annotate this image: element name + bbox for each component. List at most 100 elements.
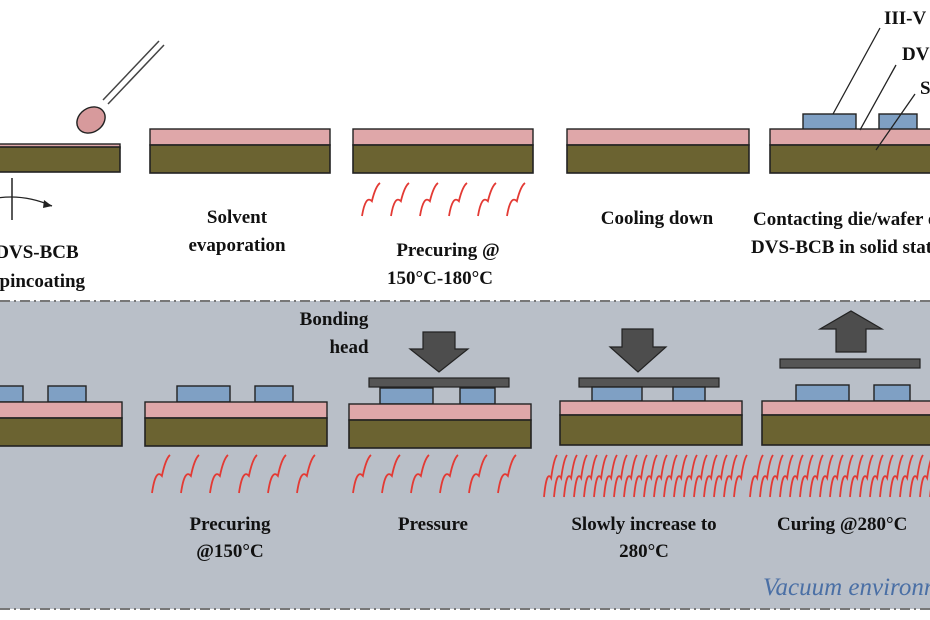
label-contact-1: Contacting die/wafer on bbox=[753, 209, 930, 230]
heat-wave-icon bbox=[468, 454, 488, 494]
step-solvent bbox=[149, 128, 331, 174]
heat-wave-icon bbox=[703, 454, 718, 498]
step-pressure bbox=[348, 331, 532, 494]
label-spin-2: Spincoating bbox=[0, 271, 86, 292]
heat-wave-icon bbox=[267, 454, 287, 494]
step-spincoating bbox=[0, 40, 165, 220]
heat-wave-icon bbox=[497, 454, 517, 494]
heat-wave-icon bbox=[623, 454, 638, 498]
heat-wave-icon bbox=[543, 454, 558, 498]
label-increase-2: 280°C bbox=[619, 541, 669, 562]
heat-wave-icon bbox=[238, 454, 258, 494]
heat-wave-icon bbox=[799, 454, 814, 498]
heat-wave-icon bbox=[209, 454, 229, 494]
callout-bcb-label: DVS-BCB bbox=[902, 44, 930, 65]
callout-si-label: SOI bbox=[920, 78, 930, 99]
heat-wave-icon bbox=[419, 182, 439, 217]
label-increase-1: Slowly increase to bbox=[571, 514, 716, 535]
heat-wave-icon bbox=[553, 454, 568, 498]
heat-wave-icon bbox=[381, 454, 401, 494]
label-precure-top-1: Precuring @ bbox=[396, 240, 499, 261]
heat-wave-icon bbox=[573, 454, 588, 498]
heat-wave-icon bbox=[909, 454, 924, 498]
heat-wave-icon bbox=[829, 454, 844, 498]
heat-wave-icon bbox=[633, 454, 648, 498]
callout-si-line bbox=[875, 93, 916, 151]
heat-icons-pressure bbox=[352, 454, 517, 494]
heat-wave-icon bbox=[603, 454, 618, 498]
heat-wave-icon bbox=[643, 454, 658, 498]
heat-wave-icon bbox=[819, 454, 834, 498]
heat-wave-icon bbox=[448, 182, 468, 217]
step-precure-bottom bbox=[144, 385, 328, 494]
heat-wave-icon bbox=[733, 454, 748, 498]
step-cooling bbox=[566, 128, 750, 174]
step-contact bbox=[769, 27, 930, 174]
die-right bbox=[878, 113, 918, 131]
heat-wave-icon bbox=[296, 454, 316, 494]
heat-wave-icon bbox=[151, 454, 171, 494]
heat-wave-icon bbox=[789, 454, 804, 498]
heat-icons-increase bbox=[543, 454, 748, 498]
heat-wave-icon bbox=[653, 454, 668, 498]
press-arrow-icon bbox=[408, 331, 470, 373]
heat-icons-precure bbox=[151, 454, 316, 494]
heat-wave-icon bbox=[759, 454, 774, 498]
heat-wave-icon bbox=[849, 454, 864, 498]
heat-wave-icon bbox=[809, 454, 824, 498]
heat-wave-icon bbox=[749, 454, 764, 498]
heat-wave-icon bbox=[390, 182, 410, 217]
heat-wave-icon bbox=[352, 454, 372, 494]
label-precure-bottom-2: @150°C bbox=[196, 541, 264, 562]
step-precure-top bbox=[352, 128, 534, 217]
step-increase bbox=[543, 328, 748, 498]
heat-wave-icon bbox=[879, 454, 894, 498]
heat-wave-icon bbox=[410, 454, 430, 494]
heat-wave-icon bbox=[593, 454, 608, 498]
label-pressure: Pressure bbox=[398, 514, 468, 535]
label-curing: Curing @280°C bbox=[777, 514, 907, 535]
callout-die-line bbox=[832, 27, 881, 115]
heat-wave-icon bbox=[477, 182, 497, 217]
heat-wave-icon bbox=[361, 182, 381, 217]
heat-wave-icon bbox=[683, 454, 698, 498]
heat-wave-icon bbox=[859, 454, 874, 498]
bonding-head-plate bbox=[368, 377, 510, 388]
label-solvent-1: Solvent bbox=[207, 207, 268, 228]
dropper-icon bbox=[76, 106, 106, 134]
heat-wave-icon bbox=[673, 454, 688, 498]
lifted-head bbox=[779, 358, 921, 369]
callout-die-label: III-V die bbox=[884, 8, 930, 29]
heat-wave-icon bbox=[693, 454, 708, 498]
heat-wave-icon bbox=[713, 454, 728, 498]
press-arrow-icon-2 bbox=[608, 328, 668, 373]
heat-wave-icon bbox=[613, 454, 628, 498]
label-solvent-2: evaporation bbox=[188, 235, 286, 256]
label-bonding-1: Bonding bbox=[300, 309, 369, 330]
step-curing bbox=[749, 310, 930, 498]
lift-arrow-icon bbox=[817, 310, 885, 353]
heat-wave-icon bbox=[583, 454, 598, 498]
heat-wave-icon bbox=[899, 454, 914, 498]
vacuum-label: Vacuum environment bbox=[763, 574, 930, 601]
label-cooling: Cooling down bbox=[601, 208, 714, 229]
heat-wave-icon bbox=[889, 454, 904, 498]
heat-wave-icon bbox=[723, 454, 738, 498]
heat-icons-top bbox=[361, 182, 526, 217]
die-left bbox=[802, 113, 857, 131]
heat-wave-icon bbox=[779, 454, 794, 498]
label-spin-1: DVS-BCB bbox=[0, 242, 79, 263]
heat-wave-icon bbox=[506, 182, 526, 217]
heat-wave-icon bbox=[563, 454, 578, 498]
heat-wave-icon bbox=[180, 454, 200, 494]
label-contact-2: DVS-BCB in solid state bbox=[751, 237, 930, 258]
heat-icons-curing bbox=[749, 454, 930, 498]
vacuum-panel bbox=[0, 301, 930, 609]
heat-wave-icon bbox=[439, 454, 459, 494]
label-precure-bottom-1: Precuring bbox=[190, 514, 271, 535]
label-precure-top-2: 150°C-180°C bbox=[387, 268, 493, 289]
step-bottom-1 bbox=[0, 385, 123, 447]
heat-wave-icon bbox=[839, 454, 854, 498]
callout-bcb-line bbox=[859, 64, 897, 131]
label-bonding-2: head bbox=[329, 337, 369, 358]
